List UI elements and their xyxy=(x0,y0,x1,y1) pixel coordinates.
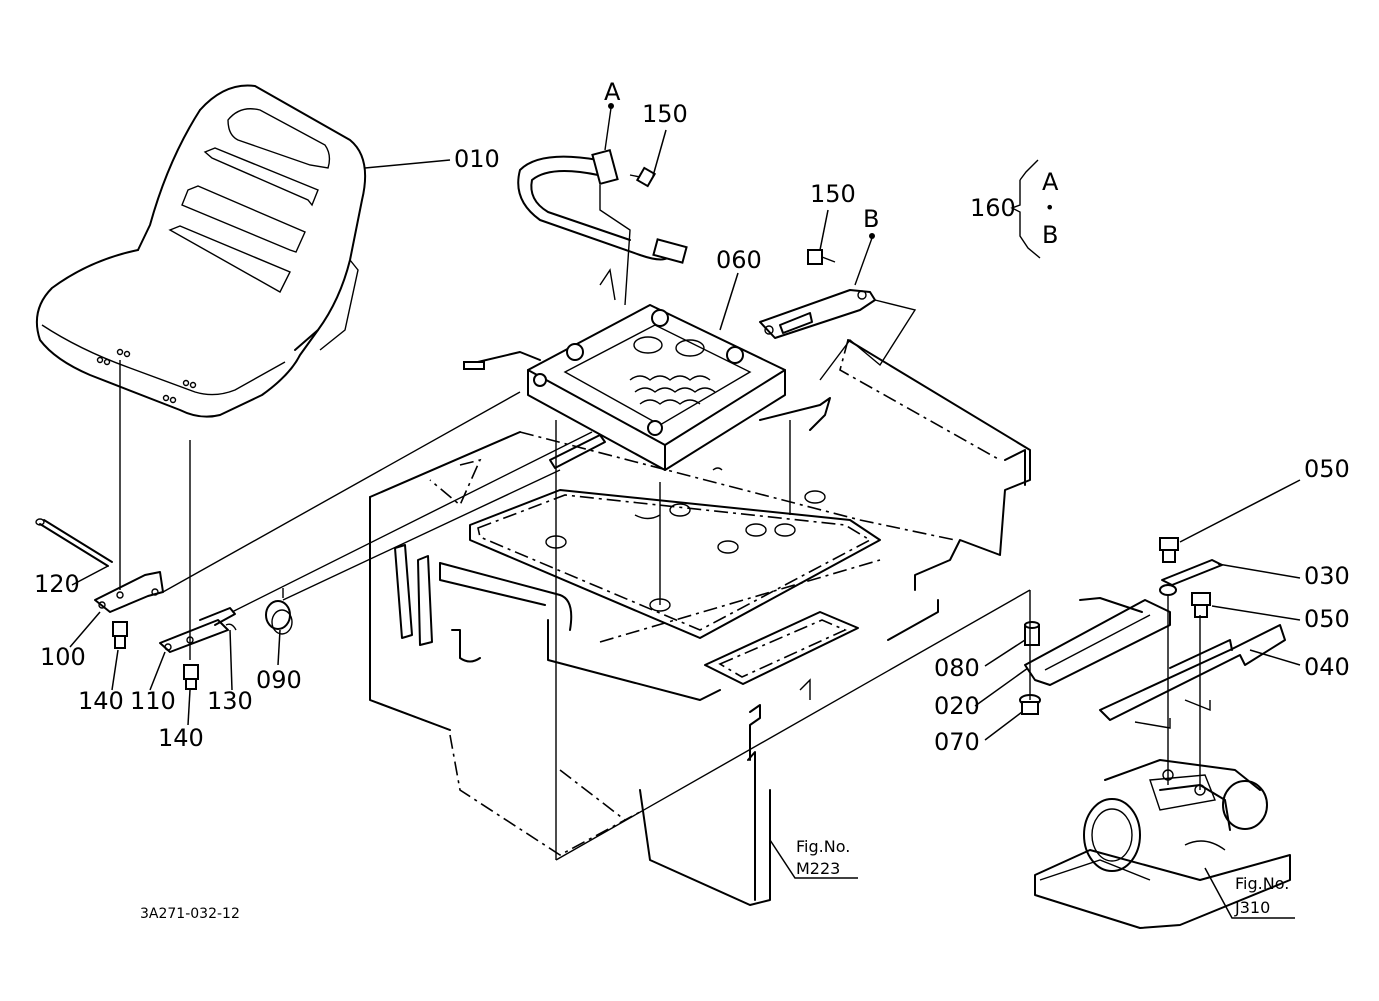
leader-080 xyxy=(984,639,1026,667)
rail-040 xyxy=(1099,624,1286,729)
bolt-140-left xyxy=(112,621,128,649)
leader-050-upper xyxy=(1179,479,1301,543)
bolt-150-a xyxy=(629,166,657,188)
seatbelt-a xyxy=(517,103,688,264)
label-160: 160 xyxy=(970,194,1016,222)
label-140-left: 140 xyxy=(78,687,124,715)
step-floor-frame xyxy=(369,339,1031,906)
bolt-140-right xyxy=(183,664,199,690)
bracket-100 xyxy=(94,571,164,613)
label-120: 120 xyxy=(34,570,80,598)
bolt-050-lower xyxy=(1191,592,1211,618)
legend-160 xyxy=(1010,159,1041,259)
bracket-020 xyxy=(1024,597,1171,686)
label-150-b: 150 xyxy=(810,180,856,208)
label-100: 100 xyxy=(40,643,86,671)
label-060: 060 xyxy=(716,246,762,274)
knob-090 xyxy=(265,588,293,635)
label-090: 090 xyxy=(256,666,302,694)
transmission-housing xyxy=(1034,759,1291,929)
leader-150-b xyxy=(819,209,829,251)
label-080: 080 xyxy=(934,654,980,682)
label-070: 070 xyxy=(934,728,980,756)
seat-cushion xyxy=(36,84,367,418)
fig-j310-code: J310 xyxy=(1234,898,1270,917)
rod-120 xyxy=(35,518,113,567)
fig-m223-title: Fig.No. xyxy=(796,837,850,856)
legend-dot: • xyxy=(1045,198,1054,217)
label-140-right: 140 xyxy=(158,724,204,752)
leader-150-a xyxy=(652,129,667,177)
leader-070 xyxy=(984,711,1023,741)
leader-040 xyxy=(1249,649,1301,666)
label-010: 010 xyxy=(454,145,500,173)
label-040: 040 xyxy=(1304,653,1350,681)
seatbelt-b xyxy=(759,233,876,339)
pin-130 xyxy=(225,623,237,631)
suspension-060 xyxy=(463,268,831,471)
label-110: 110 xyxy=(130,687,176,715)
leader-060 xyxy=(719,272,739,331)
fig-j310-title: Fig.No. xyxy=(1235,874,1289,893)
diagram-code: 3A271-032-12 xyxy=(140,906,240,922)
bracket-110 xyxy=(159,607,236,653)
leader-050-lower xyxy=(1211,605,1301,621)
fig-m223-code: M223 xyxy=(796,859,840,878)
label-050-lower: 050 xyxy=(1304,605,1350,633)
label-point-a: A xyxy=(604,78,621,106)
label-130: 130 xyxy=(207,687,253,715)
legend-a: A xyxy=(1042,168,1059,196)
leader-020 xyxy=(974,667,1029,707)
label-020: 020 xyxy=(934,692,980,720)
spacer-080 xyxy=(1024,621,1040,646)
leader-j310 xyxy=(1204,867,1295,919)
bolt-050-upper xyxy=(1159,537,1179,596)
label-050-upper: 050 xyxy=(1304,455,1350,483)
label-030: 030 xyxy=(1304,562,1350,590)
rail-030 xyxy=(1161,559,1223,586)
label-150-a: 150 xyxy=(642,100,688,128)
leader-010 xyxy=(364,159,451,169)
label-point-b: B xyxy=(863,205,879,233)
leader-030 xyxy=(1217,563,1301,579)
legend-b: B xyxy=(1042,221,1058,249)
leader-m223 xyxy=(769,839,858,879)
bolt-150-b xyxy=(807,249,836,265)
